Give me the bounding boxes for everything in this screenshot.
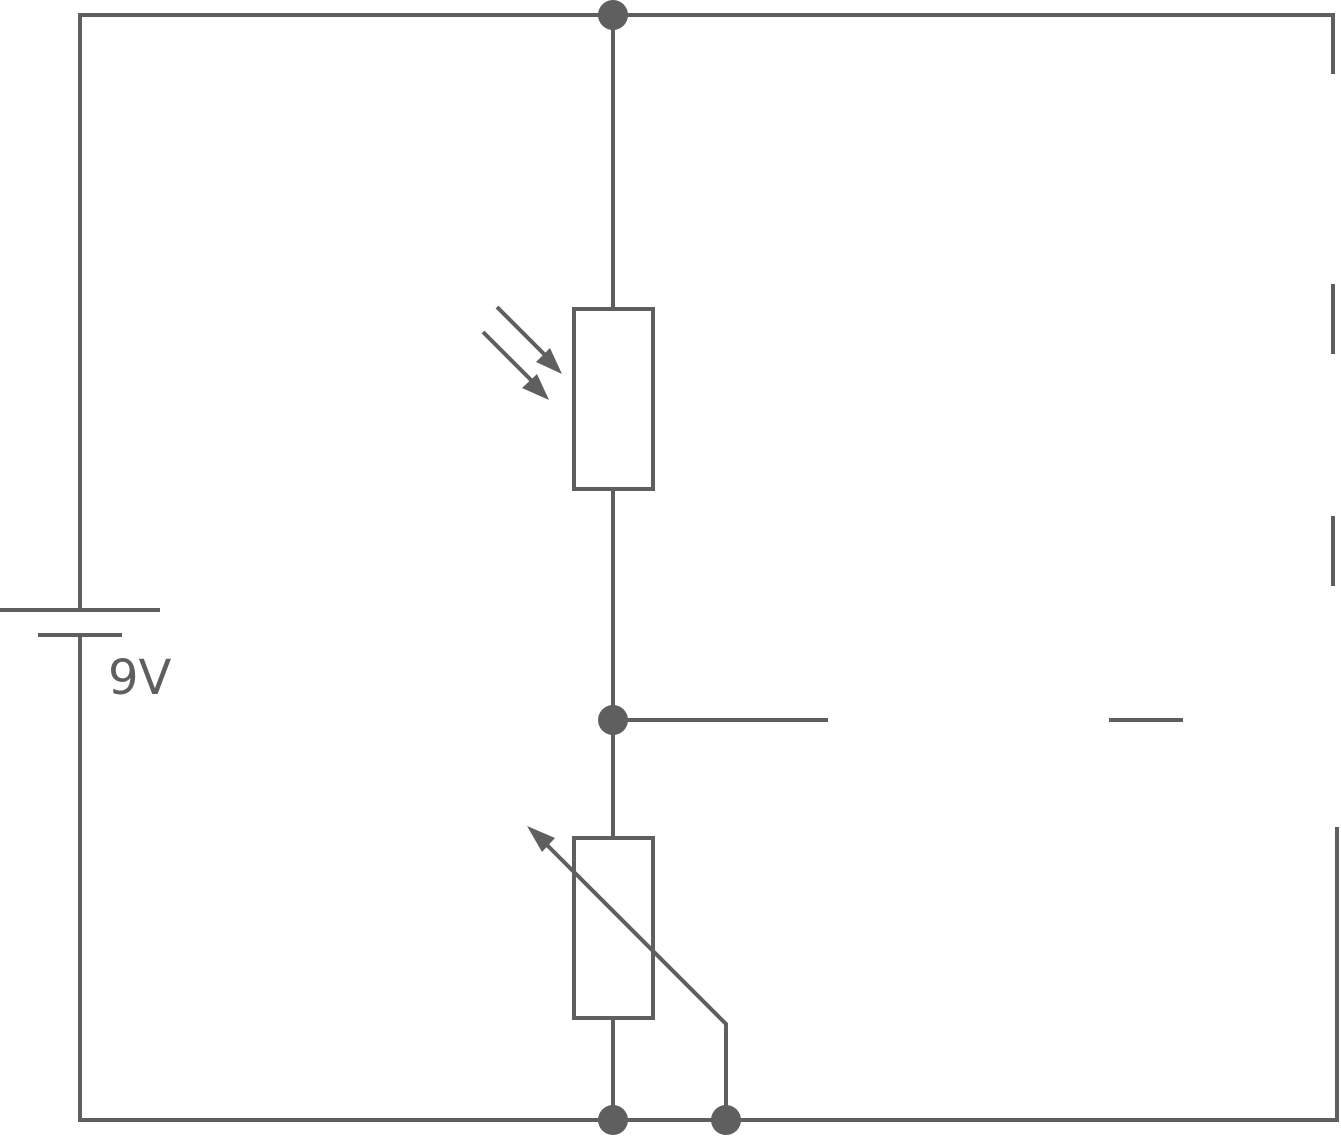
light-dependent-resistor [481,305,655,491]
variable-resistor-body [572,836,655,1020]
light-arrow-icon [495,305,562,374]
junction-dot [598,705,628,735]
junction-dot [711,1105,741,1135]
variable-resistor [527,826,728,1120]
right-branch-segments [1331,13,1339,1122]
battery-voltage-label: 9V [108,650,172,706]
battery-symbol: 9V [0,608,172,706]
junction-dot [598,1105,628,1135]
junctions [598,0,741,1135]
ldr-body [572,307,655,491]
outer-wires [78,13,1339,1122]
junction-dot [598,0,628,30]
light-arrow-icon [481,330,549,400]
variable-arrow-icon [527,826,728,1120]
